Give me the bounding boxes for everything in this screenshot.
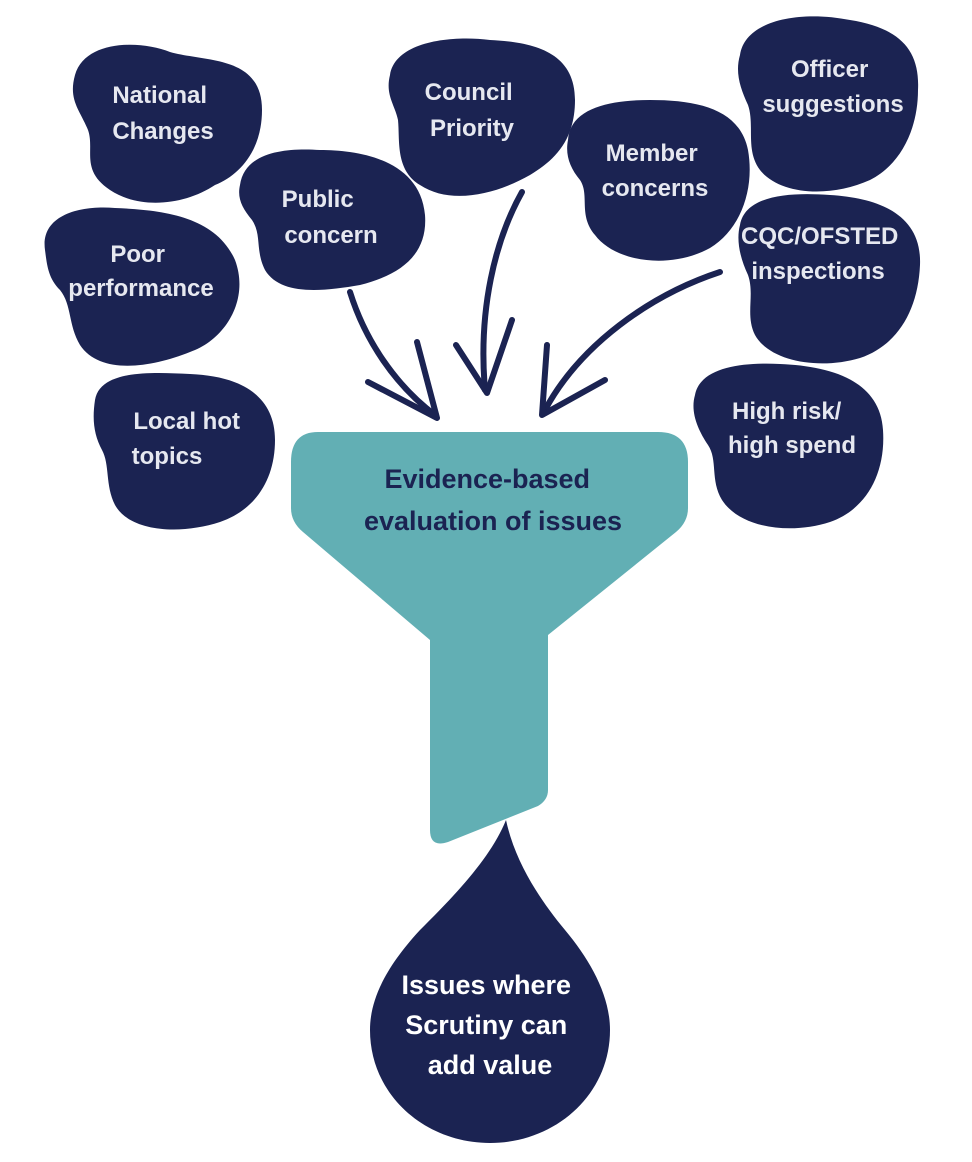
svg-text:National Changes: National Changes: [112, 82, 213, 145]
funnel-label: Evidence-based evaluation of issues: [364, 464, 622, 536]
blob-label-line: topics: [132, 443, 203, 470]
output-label-line: Issues where: [401, 970, 571, 1000]
blob-shape: [239, 149, 426, 290]
svg-text:Public concern: Public concern: [282, 186, 378, 249]
arrow-center: [453, 189, 525, 396]
funnel-label-line: Evidence-based: [384, 464, 590, 494]
blob-label-line: Changes: [112, 118, 213, 145]
arrow-right: [539, 269, 723, 418]
svg-text:Local hot topics: Local hot topics: [132, 408, 247, 470]
blob-label-line: Public: [282, 186, 354, 213]
blob-label-line: Priority: [430, 115, 515, 142]
blob-shape: [693, 363, 884, 529]
blob-high-risk: High risk/ high spend: [693, 363, 884, 529]
output-label-line: add value: [428, 1050, 553, 1080]
blob-label-line: high spend: [728, 432, 856, 459]
blob-label-line: National: [112, 82, 207, 109]
blob-cqc-ofsted: CQC/OFSTED inspections: [738, 194, 921, 364]
svg-text:Poor performance: Poor performance: [68, 241, 213, 302]
funnel-label-line: evaluation of issues: [364, 506, 622, 536]
arrow-left: [347, 289, 440, 421]
blob-label-line: Council: [425, 79, 513, 106]
blob-label-line: High risk/: [732, 398, 842, 425]
blob-label-line: Member: [606, 140, 698, 167]
blob-shape: [72, 44, 263, 203]
blob-member-concerns: Member concerns: [567, 100, 750, 261]
output-label-line: Scrutiny can: [405, 1010, 567, 1040]
blob-shape: [93, 373, 276, 530]
funnel-shape: [291, 432, 688, 844]
blob-local-hot-topics: Local hot topics: [93, 373, 276, 530]
blob-council-priority: Council Priority: [388, 38, 575, 196]
output-label: Issues where Scrutiny can add value: [401, 970, 578, 1080]
arrow-line: [347, 289, 438, 418]
blob-label-line: Local hot: [133, 408, 240, 435]
blob-label-line: concern: [284, 222, 377, 249]
arrow-line: [480, 189, 525, 393]
output-drop-shape: [370, 820, 610, 1143]
svg-text:Council Priority: Council Priority: [425, 79, 520, 142]
blob-shape: [388, 38, 575, 196]
svg-text:Member concerns: Member concerns: [602, 140, 709, 202]
blob-shape: [737, 16, 919, 192]
blob-label-line: CQC/OFSTED: [741, 223, 898, 250]
svg-text:Officer suggestions: Officer suggestions: [762, 56, 903, 118]
blob-label-line: suggestions: [762, 91, 903, 118]
blob-poor-performance: Poor performance: [44, 207, 240, 366]
blob-label-line: Poor: [110, 241, 165, 268]
arrow-line: [542, 269, 723, 413]
arrow-head: [453, 317, 515, 396]
blob-label-line: concerns: [602, 175, 709, 202]
blob-shape: [44, 207, 240, 366]
blob-public-concern: Public concern: [239, 149, 426, 290]
blob-shape: [567, 100, 750, 261]
blob-label-line: Officer: [791, 56, 868, 83]
arrow-head: [365, 339, 440, 421]
blob-shape: [738, 194, 921, 364]
blob-national-changes: National Changes: [72, 44, 263, 203]
svg-text:High risk/ high spend: High risk/ high spend: [728, 398, 856, 459]
blob-officer-suggestions: Officer suggestions: [737, 16, 919, 192]
svg-text:CQC/OFSTED inspections: CQC/OFSTED inspections: [741, 223, 905, 285]
arrow-head: [539, 342, 608, 418]
blob-label-line: performance: [68, 275, 213, 302]
blob-label-line: inspections: [751, 258, 884, 285]
